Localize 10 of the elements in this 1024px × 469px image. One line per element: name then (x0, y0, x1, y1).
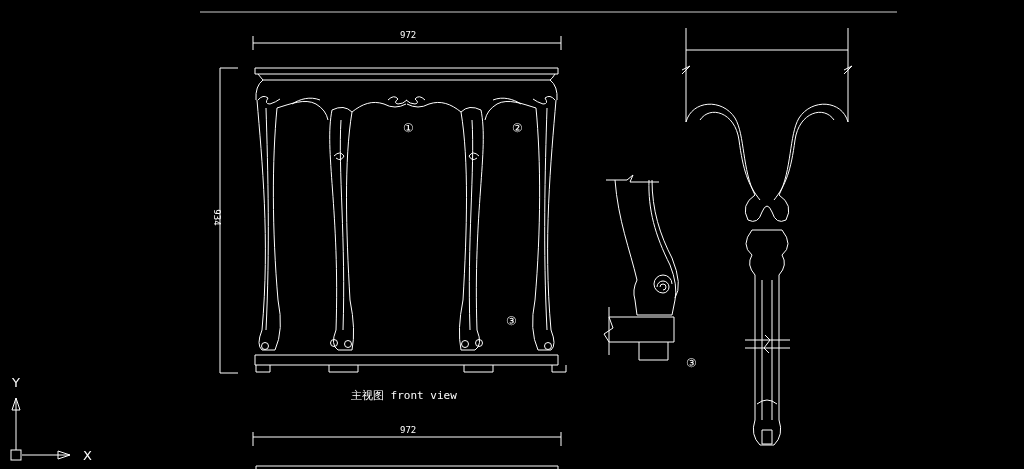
callout-number: ③ (686, 357, 697, 369)
callout-number: ③ (506, 315, 517, 327)
dimension-text: 934 (211, 209, 221, 226)
callout-number: ② (512, 122, 523, 134)
axis-label: X (83, 449, 92, 462)
view-caption: 主视图 front view (351, 390, 457, 401)
dimension-text: 972 (400, 31, 417, 40)
axis-label: Y (12, 376, 20, 389)
callout-number: ① (403, 122, 414, 134)
dimension-text: 972 (400, 426, 417, 435)
